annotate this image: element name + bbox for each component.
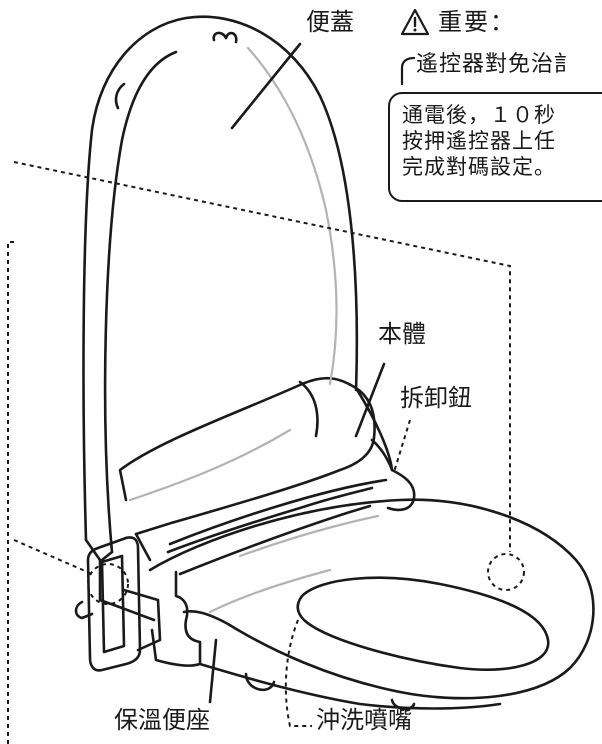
lid-inner-contour	[246, 46, 338, 386]
body-top-ridge	[298, 380, 319, 438]
notice-line: 通電後，１０秒	[402, 103, 556, 127]
lid-hinge-edge	[84, 538, 114, 562]
warning-triangle-icon	[400, 8, 430, 36]
dashed-line-left	[7, 241, 14, 744]
notice-box: 通電後，１０秒 按押遙控器上任 完成對碼設定。	[388, 92, 602, 202]
dashed-line-hinge	[13, 539, 93, 575]
seat-leader-line	[208, 638, 218, 704]
body-leader-line	[354, 362, 386, 438]
lid-notch	[212, 31, 238, 44]
sensor-dashed-circle	[487, 553, 525, 591]
dashed-line-nozzle	[284, 619, 312, 727]
hinge-bracket-outer	[86, 536, 142, 672]
seat-front-channel	[166, 486, 374, 554]
seat-foot-right	[390, 698, 416, 711]
lid-leader-line	[230, 42, 302, 130]
seat-front-channel-2	[178, 504, 372, 576]
notice-heading: 重要：	[400, 8, 516, 36]
notice-line: 完成對碼設定。	[402, 155, 556, 179]
notice-subtitle: 遙控器對免治訁	[416, 52, 582, 78]
label-release-button: 拆卸鈕	[400, 384, 472, 412]
notice-subtitle-bracket	[400, 56, 416, 86]
hinge-dashed-circle	[87, 563, 129, 605]
dashed-line-top	[13, 161, 511, 552]
label-body: 本體	[378, 320, 426, 348]
hinge-knob	[74, 600, 94, 620]
seat-outer-rim	[148, 498, 595, 700]
body-top-front	[134, 532, 152, 562]
label-nozzle: 沖洗噴嘴	[316, 706, 412, 734]
body-step-inner	[370, 438, 394, 472]
hinge-bracket-inner	[100, 554, 126, 654]
body-top	[118, 376, 376, 536]
label-heated-seat: 保溫便座	[114, 706, 210, 734]
seat-foot-left	[244, 672, 276, 692]
dashed-line-release	[393, 419, 411, 473]
lid-dimple	[114, 82, 126, 110]
label-lid: 便蓋	[306, 8, 354, 36]
seat-opening	[296, 576, 550, 671]
notice-title: 重要：	[438, 8, 516, 36]
lid-outline	[82, 15, 359, 542]
seat-underside	[198, 662, 502, 710]
seat-bevel	[168, 478, 388, 546]
seat-contour	[208, 568, 332, 614]
seat-contour-2	[238, 514, 380, 558]
hinge-base	[122, 588, 162, 652]
notice-line: 按押遙控器上任	[402, 129, 556, 153]
body-contour	[128, 428, 292, 502]
lid-inner-edge	[103, 50, 178, 554]
release-button-block	[354, 386, 416, 512]
seat-front-block	[150, 570, 202, 667]
